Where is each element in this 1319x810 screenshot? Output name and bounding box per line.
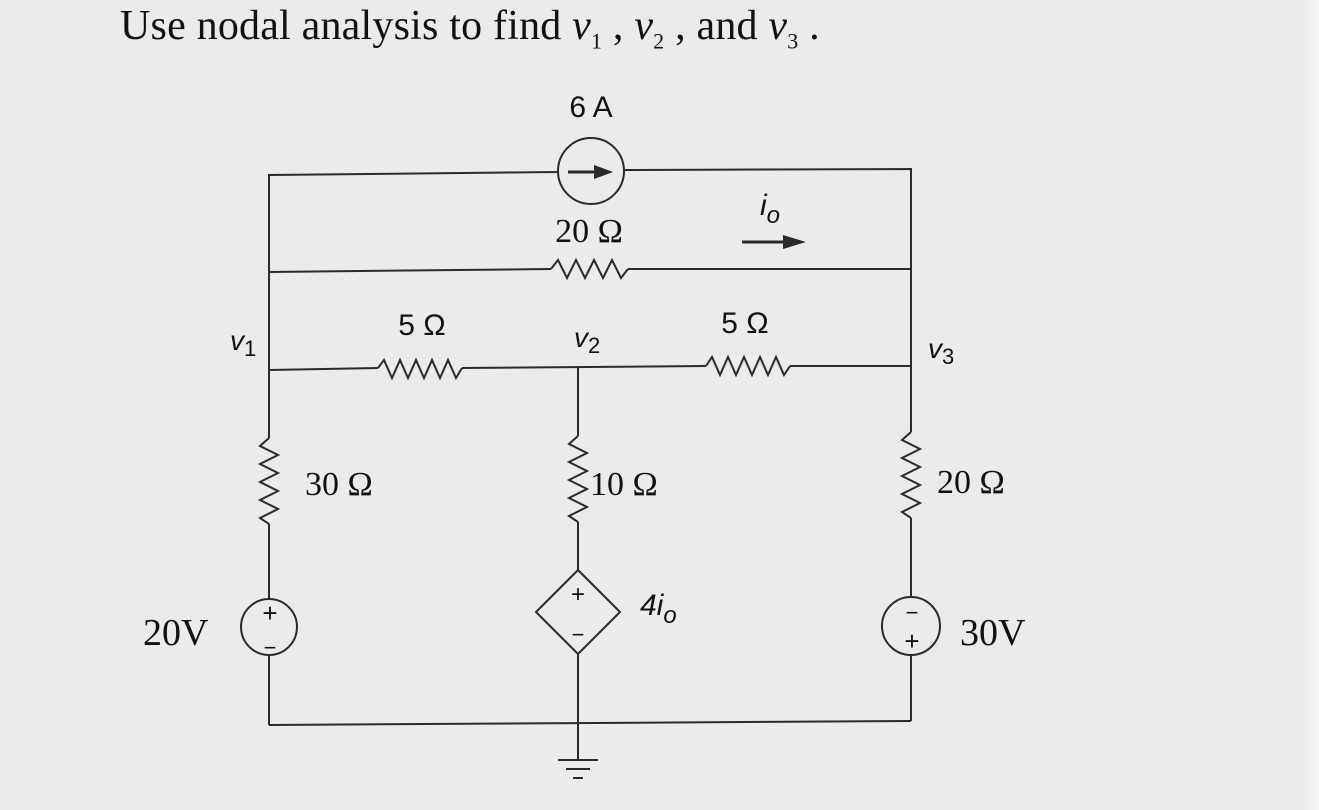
node-label-v3: v3 (928, 333, 954, 369)
center-resistor-10-ohm (566, 435, 590, 523)
problem-prefix: Use nodal analysis to find (120, 3, 573, 49)
node-label-v1: v1 (230, 325, 256, 361)
left-source-minus: − (264, 635, 277, 660)
right-source-minus: − (906, 600, 919, 625)
dependent-source-plus: + (571, 581, 585, 608)
problem-suffix: . (798, 3, 820, 49)
right-resistor-20-ohm (899, 431, 923, 519)
middle-branch (268, 354, 911, 381)
problem-var-v3: v (768, 3, 788, 49)
bottom-wire (268, 720, 912, 726)
left-branch (240, 370, 298, 725)
left-mid-resistor-label: 5 Ω (398, 309, 445, 342)
current-arrow-label: io (760, 189, 780, 229)
ground-symbol (558, 759, 598, 779)
current-source-label: 6 A (569, 91, 612, 124)
left-source-label: 20V (143, 612, 209, 654)
dependent-source-label: 4io (640, 589, 677, 629)
left-resistor-label: 30 Ω (305, 466, 373, 503)
right-mid-resistor-5-ohm (705, 354, 791, 378)
left-resistor-30-ohm (257, 437, 281, 525)
right-source-plus: + (904, 626, 919, 656)
top-branch-wire (268, 167, 912, 370)
right-source-label: 30V (960, 612, 1026, 654)
current-source-circle (557, 137, 625, 205)
current-arrow-io (742, 235, 806, 249)
center-resistor-label: 10 Ω (590, 466, 658, 503)
current-source-6a (557, 137, 625, 205)
problem-separator-2: , and (664, 3, 769, 49)
left-source-plus: + (262, 598, 277, 628)
problem-var-v2-sub: 2 (653, 28, 665, 54)
node-label-v2: v2 (574, 322, 600, 358)
top-resistor-20-ohm (550, 257, 629, 281)
dependent-source-minus: − (572, 622, 585, 647)
top-resistor-label: 20 Ω (555, 213, 623, 250)
center-branch (534, 368, 622, 760)
page-edge-shadow (1303, 0, 1319, 810)
problem-var-v1: v (572, 3, 592, 49)
problem-statement: Use nodal analysis to find v1 , v2 , and… (120, 2, 820, 54)
problem-var-v1-sub: 1 (591, 28, 603, 54)
problem-var-v2: v (634, 3, 654, 49)
current-source-arrow-head (594, 165, 613, 179)
problem-separator-1: , (602, 3, 635, 49)
left-mid-resistor-5-ohm (377, 357, 463, 381)
problem-var-v3-sub: 3 (787, 28, 799, 54)
top-resistor-branch (268, 257, 911, 281)
right-resistor-label: 20 Ω (937, 464, 1005, 501)
right-branch (881, 366, 941, 721)
right-mid-resistor-label: 5 Ω (721, 307, 768, 340)
